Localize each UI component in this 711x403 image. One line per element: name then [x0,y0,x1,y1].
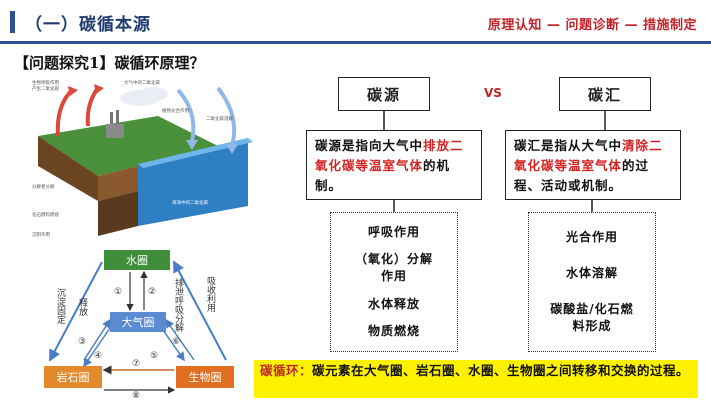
node-water: 水圈 [126,254,148,267]
connector-lines-bottom [300,199,700,213]
illus-label: 化石燃料燃烧 [32,211,59,218]
num-3: ③ [78,337,86,347]
num-1: ① [114,287,122,297]
title-accent [10,11,15,33]
vs-label: VS [484,86,502,100]
list-item: 水体释放 [368,296,420,313]
sink-def-pre: 碳汇是指从大气中 [514,138,622,153]
carbon-source-definition: 碳源是指向大气中排放二氧化碳等温室气体的机制。 [306,130,482,200]
label-absorb: 吸收利用 [205,276,216,313]
illus-label: 分解者分解 [32,183,55,190]
illus-label: 植物光合作用 [162,107,189,114]
breadcrumb: 原理认知 — 问题诊断 — 措施制定 [488,14,697,33]
list-item: 物质燃烧 [368,323,420,340]
num-5: ⑤ [150,351,158,361]
summary-label: 碳循环： [260,363,312,378]
carbon-sink-definition: 碳汇是指从大气中清除二氧化碳等温室气体的过程、活动或机制。 [505,130,681,200]
list-item: 光合作用 [566,229,618,246]
label-excretion: 排泄呼吸分解 [173,277,184,333]
section-title: 【问题探究1】碳循环原理？ [14,52,204,73]
title-bar: （一）碳循本源 [10,8,151,36]
label-sediment: 沉淀固定 [55,288,66,325]
connector-lines-top [300,110,700,132]
list-item: 水体溶解 [566,265,618,282]
carbon-source-list: 呼吸作用 （氧化）分解作用 水体释放 物质燃烧 [330,212,458,352]
carbon-sink-title: 碳汇 [559,77,651,111]
page-title: （一）碳循本源 [25,10,151,35]
num-4: ④ [94,351,102,361]
num-2: ② [148,287,156,297]
node-rock: 岩石圈 [57,370,90,384]
illus-label: 沉积作用 [32,231,50,238]
header-divider [0,41,711,44]
source-def-pre: 碳源是指向大气中 [315,138,423,153]
header: （一）碳循本源 原理认知 — 问题诊断 — 措施制定 [0,0,711,42]
num-7: ⑦ [132,359,140,369]
list-item: （氧化）分解作用 [349,251,439,285]
num-8: ⑧ [132,391,140,398]
sphere-cycle-diagram: 水圈 大气圈 岩石圈 生物圈 沉淀固定 释放 排泄呼吸分解 吸收利用 ① ② ③… [44,248,234,398]
illus-label: 大气中的二氧化碳 [124,79,160,86]
illus-label: 产生二氧化碳 [32,85,59,92]
label-release: 释放 [77,297,88,317]
illus-label: 生物呼吸作用 [32,79,59,86]
illus-label: 二氧化碳溶解 [206,115,233,122]
summary-box: 碳循环：碳元素在大气圈、岩石圈、水圈、生物圈之间转移和交换的过程。 [254,360,698,398]
carbon-sink-list: 光合作用 水体溶解 碳酸盐/化石燃料形成 [528,212,656,352]
illus-label: 海洋中的二氧化碳 [172,199,208,206]
summary-text: 碳元素在大气圈、岩石圈、水圈、生物圈之间转移和交换的过程。 [312,363,689,378]
carbon-source-title: 碳源 [338,77,430,111]
num-6: ⑥ [172,337,180,347]
carbon-cycle-illustration: 生物呼吸作用 产生二氧化碳 大气中的二氧化碳 植物光合作用 二氧化碳溶解 海洋中… [28,76,256,244]
node-bio: 生物圈 [189,370,222,384]
list-item: 呼吸作用 [368,224,420,241]
node-atmosphere: 大气圈 [122,315,155,329]
list-item: 碳酸盐/化石燃料形成 [544,301,640,335]
